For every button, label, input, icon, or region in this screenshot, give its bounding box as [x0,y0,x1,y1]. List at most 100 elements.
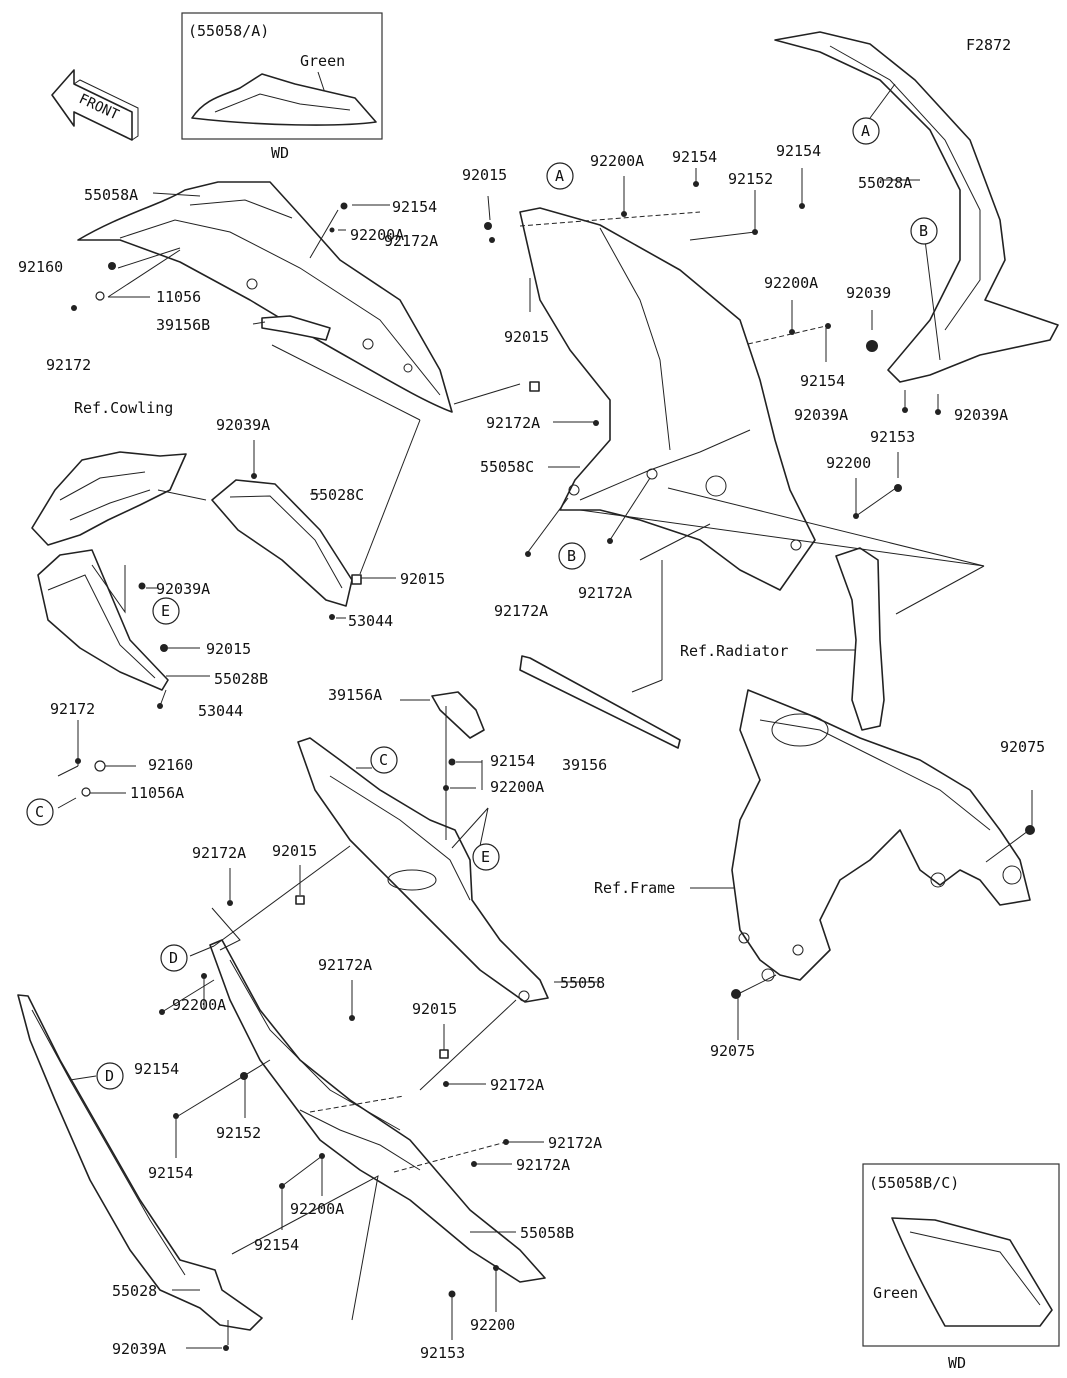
label-55058b: 55058B [520,1224,574,1242]
label-55028c: 55028C [310,486,364,504]
ref-frame-part [731,689,1031,982]
label-55058: 55058 [560,974,605,992]
callout-c-mid: C [370,746,398,774]
ref-frame-label: Ref.Frame [594,879,675,897]
label-92154: 92154 [134,1060,179,1078]
label-92172a: 92172A [490,1076,544,1094]
svg-text:B: B [567,547,576,565]
label-92039a: 92039A [156,580,210,598]
part-55028c [211,479,353,607]
svg-text:A: A [555,167,564,185]
front-arrow-icon: FRONT [51,69,139,141]
part-55028b [37,549,169,691]
label-92172a: 92172A [486,414,540,432]
label-92039: 92039 [846,284,891,302]
part-39156a [431,691,485,739]
label-39156a: 39156A [328,686,382,704]
part-55058a-upper-cowl [77,181,453,413]
label-92172a: 92172A [318,956,372,974]
part-39156 [519,655,681,749]
label-55028a: 55028A [858,174,912,192]
inset-top-footer: WD [271,144,289,162]
label-11056: 11056 [156,288,201,306]
label-92160: 92160 [18,258,63,276]
callout-a-top: A [546,162,574,190]
label-92160: 92160 [148,756,193,774]
label-92200a: 92200A [290,1200,344,1218]
svg-text:B: B [919,222,928,240]
callout-d-mid: D [160,944,188,972]
leader-lines [57,83,1033,1349]
part-55058c [519,207,816,591]
svg-text:D: D [105,1067,114,1085]
label-92015: 92015 [412,1000,457,1018]
label-92172a: 92172A [384,232,438,250]
label-11056a: 11056A [130,784,184,802]
label-92075: 92075 [710,1042,755,1060]
svg-text:C: C [379,751,388,769]
svg-text:D: D [169,949,178,967]
part-55028a [774,31,1059,383]
label-92015: 92015 [462,166,507,184]
callout-a-right: A [852,117,880,145]
inset-55058b-c: (55058B/C) Green WD [862,1163,1060,1372]
label-92154: 92154 [800,372,845,390]
diagram-code: F2872 [966,36,1011,54]
label-39156: 39156 [562,756,607,774]
label-92172: 92172 [46,356,91,374]
callout-b-mid: B [558,542,586,570]
part-55028 [17,994,263,1331]
callout-c-left: C [26,798,54,826]
label-92200a: 92200A [764,274,818,292]
fasteners [71,181,1035,1351]
label-92172a: 92172A [192,844,246,862]
label-53044: 53044 [348,612,393,630]
label-55058c: 55058C [480,458,534,476]
label-92015: 92015 [504,328,549,346]
label-92154: 92154 [254,1236,299,1254]
label-92039a: 92039A [112,1340,166,1358]
svg-text:E: E [481,848,490,866]
label-92200: 92200 [470,1316,515,1334]
svg-text:A: A [861,122,870,140]
label-92039a: 92039A [794,406,848,424]
label-92154: 92154 [776,142,821,160]
label-53044: 53044 [198,702,243,720]
part-39156b [261,315,331,341]
label-92200: 92200 [826,454,871,472]
svg-text:E: E [161,602,170,620]
svg-text:C: C [35,803,44,821]
label-92154: 92154 [148,1164,193,1182]
inset-top-color: Green [300,52,345,70]
inset-55058-a: (55058/A) Green WD [181,12,383,162]
label-92154: 92154 [490,752,535,770]
label-92039a: 92039A [954,406,1008,424]
label-92039a: 92039A [216,416,270,434]
inset-bottom-color: Green [873,1284,918,1302]
ref-cowling-unit [31,451,187,546]
label-92172: 92172 [50,700,95,718]
label-92200a: 92200A [350,226,404,244]
inset-bottom-title: (55058B/C) [869,1174,959,1192]
label-92152: 92152 [728,170,773,188]
label-92015: 92015 [206,640,251,658]
ref-cowling-label: Ref.Cowling [74,399,173,417]
label-92172a: 92172A [578,584,632,602]
callout-b-right: B [910,217,938,245]
label-92152: 92152 [216,1124,261,1142]
callout-e-mid: E [472,843,500,871]
callout-e-left: E [152,597,180,625]
label-92153: 92153 [870,428,915,446]
inset-bottom-footer: WD [948,1354,966,1372]
inset-top-title: (55058/A) [188,22,269,40]
part-55058b [209,939,546,1283]
label-92200a: 92200A [490,778,544,796]
label-92015: 92015 [272,842,317,860]
label-92015: 92015 [400,570,445,588]
ref-radiator-label: Ref.Radiator [680,642,788,660]
part-number-labels: 55058 A 92160 11056 92172 39156 B 92154 92… [18,142,1045,1362]
label-92154: 92154 [672,148,717,166]
ref-radiator-part [835,547,885,731]
part-55058 [297,737,549,1003]
